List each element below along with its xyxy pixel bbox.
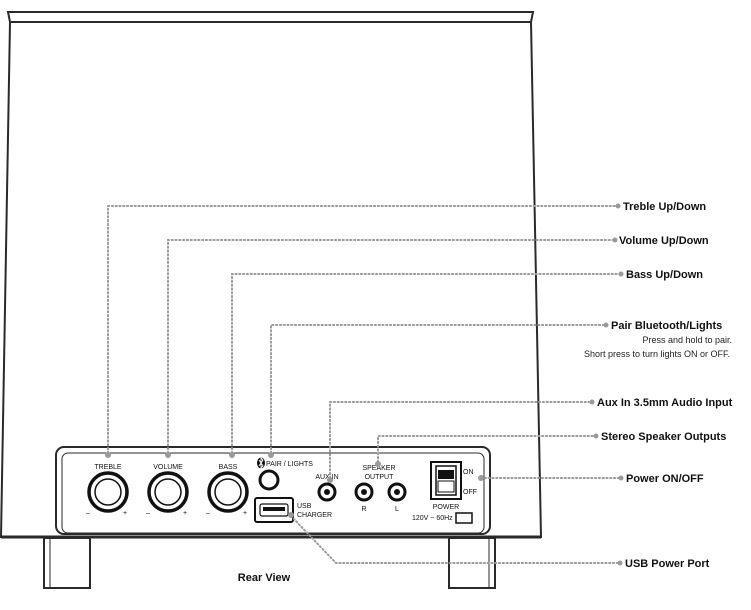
volume-plus: + (183, 510, 187, 517)
voltage-selector[interactable] (455, 512, 473, 524)
bass-label: BASS (219, 464, 238, 471)
volume-label: VOLUME (153, 464, 183, 471)
usb-port[interactable] (254, 497, 294, 523)
bass-minus: – (206, 510, 210, 517)
treble-minus: – (86, 510, 90, 517)
bass-callout: Bass Up/Down (626, 269, 703, 281)
pair-callout-line1: Press and hold to pair. (642, 335, 732, 345)
treble-callout: Treble Up/Down (623, 201, 706, 213)
aux-in-jack[interactable] (317, 482, 337, 502)
leader-lines (107, 205, 622, 564)
aux-callout: Aux In 3.5mm Audio Input (597, 397, 733, 409)
charger-label: CHARGER (297, 512, 332, 519)
speaker-output-r-jack[interactable] (354, 482, 374, 502)
power-callout: Power ON/OFF (626, 473, 704, 485)
bluetooth-icon (257, 456, 265, 470)
power-label: POWER (433, 504, 459, 511)
on-label: ON (463, 469, 474, 476)
bass-plus: + (243, 510, 247, 517)
volume-callout: Volume Up/Down (619, 235, 709, 247)
voltage-label: 120V ~ 60Hz (412, 515, 453, 522)
bass-knob[interactable] (207, 471, 249, 513)
off-label: OFF (463, 489, 477, 496)
usb-label: USB (297, 503, 312, 510)
speaker-label: SPEAKER (362, 465, 395, 472)
volume-knob[interactable] (147, 471, 189, 513)
leader-dots (105, 203, 624, 566)
pair-lights-button[interactable] (258, 469, 280, 491)
pair-lights-label: PAIR / LIGHTS (266, 461, 313, 468)
l-label: L (395, 506, 399, 513)
rear-view-caption: Rear View (238, 572, 291, 584)
r-label: R (361, 506, 366, 513)
treble-plus: + (123, 510, 127, 517)
speaker-output-l-jack[interactable] (387, 482, 407, 502)
stereo-callout: Stereo Speaker Outputs (601, 431, 726, 443)
treble-label: TREBLE (94, 464, 122, 471)
volume-minus: – (146, 510, 150, 517)
power-switch[interactable] (430, 461, 462, 500)
pair-callout: Pair Bluetooth/Lights (611, 320, 722, 332)
treble-knob[interactable] (87, 471, 129, 513)
aux-in-label: AUX IN (315, 474, 338, 481)
usb-callout: USB Power Port (625, 558, 710, 570)
pair-callout-line2: Short press to turn lights ON or OFF. (584, 349, 730, 359)
output-label: OUTPUT (365, 474, 395, 481)
